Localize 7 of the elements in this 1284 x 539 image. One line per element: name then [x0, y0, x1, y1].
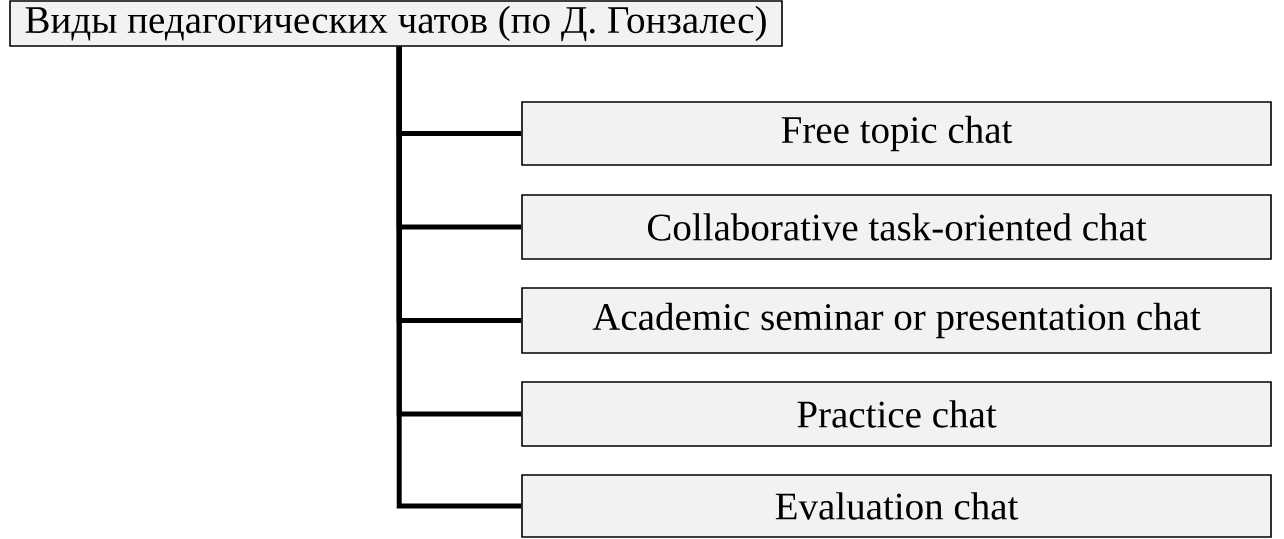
- category-box: Practice chat: [521, 381, 1272, 447]
- category-box: Free topic chat: [521, 101, 1272, 166]
- connector-line: [396, 46, 522, 509]
- category-box: Collaborative task-oriented chat: [521, 194, 1272, 260]
- title-box: Виды педагогических чатов (по Д. Гонзалес): [9, 0, 783, 47]
- category-box: Academic seminar or presentation chat: [521, 287, 1272, 354]
- category-box: Evaluation chat: [521, 474, 1272, 538]
